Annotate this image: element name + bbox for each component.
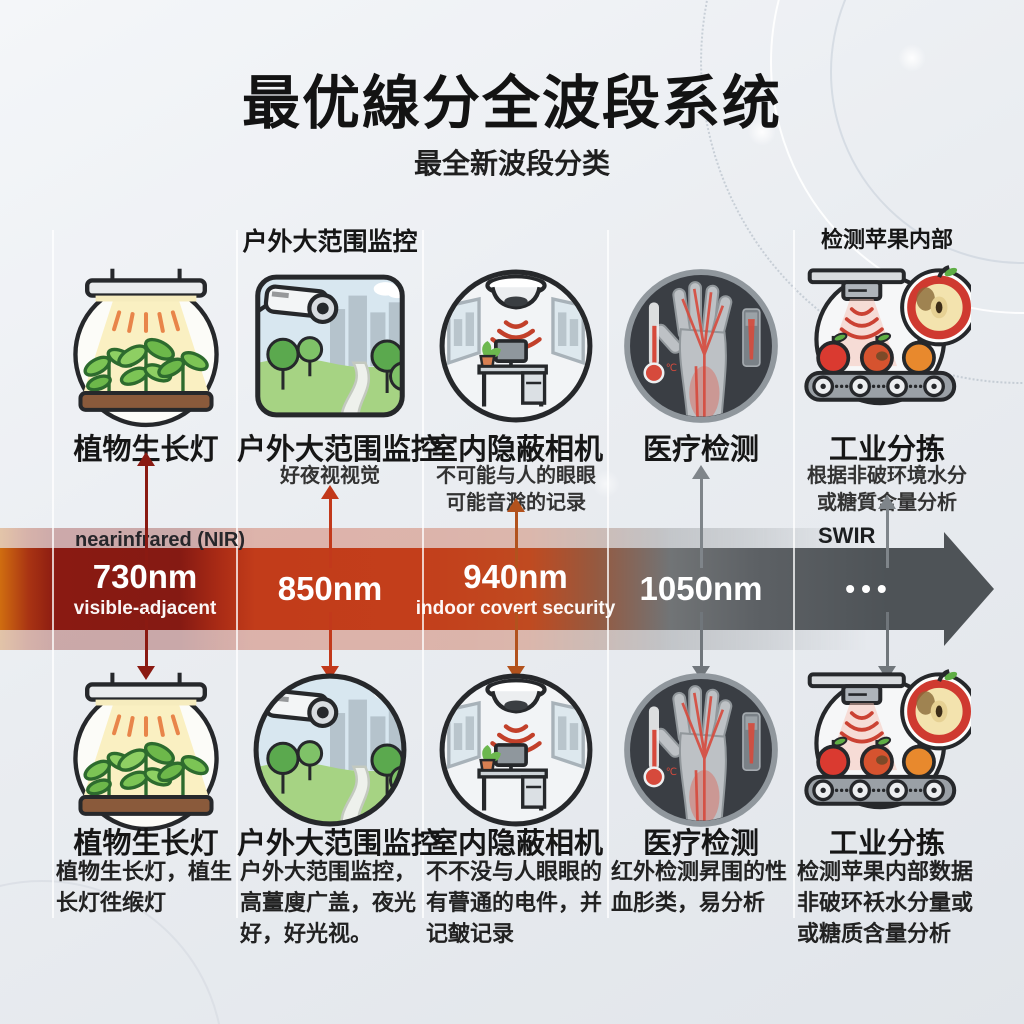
outdoor-surveillance-camera-icon [246,262,414,430]
bottom-label: 室内隐蔽相机 [428,828,603,860]
top-label: 户外大范围监控 [237,434,441,466]
page-subtitle: 最全新波段分类 [413,148,610,179]
top-label: 工业分拣 [828,434,945,466]
svg-text:℃: ℃ [666,767,677,778]
column-industrial-sorting: 检测苹果内部 工业分拣 根据非破环境水分 或糖質含量分析 工业分拣 检测苹果内部… [794,220,980,946]
column-header: 检测苹果内部 [820,227,953,252]
arrow-up-icon [692,465,710,568]
column-divider [236,230,238,918]
column-divider [793,230,795,918]
wavelength-segment-swir-dots: ••• [845,573,893,604]
wavelength-segment-850nm: 850nm [277,570,383,607]
wavelength-segment-1050nm: 1050nm [639,570,763,607]
arrow-up-icon [321,485,339,568]
decor-glow-icon [748,118,776,146]
arrow-down-icon [878,612,896,680]
arrow-down-icon [507,612,525,680]
arrow-down-icon [321,612,339,680]
column-outdoor-surveillance: 户外大范围监控 户外大范围监控 好夜视视觉 户外大范围监控 户外大范围监控，高薑… [237,220,441,946]
bottom-label: 植物生长灯 [73,828,219,860]
bottom-description: 不不没与人眼眼的有瞢通的电件，并记皶记录 [426,859,603,946]
top-label: 室内隐蔽相机 [428,434,603,466]
plant-growth-lamp-icon [62,262,230,430]
indoor-covert-camera-icon [432,666,600,834]
industrial-sorting-icon [803,262,971,430]
arrow-down-icon [692,612,710,680]
bottom-label: 医疗检测 [642,828,759,860]
bottom-label: 户外大范围监控 [237,828,441,860]
top-label: 医疗检测 [642,434,759,466]
band-arrow-head-icon [944,532,994,646]
page-title: 最优線分全波段系统 [241,71,782,136]
column-header: 户外大范围监控 [242,228,418,256]
medical-detection-icon: ℃ [617,666,785,834]
plant-growth-lamp-icon [62,666,230,834]
column-plant-growth: 植物生长灯 植物生长灯 植物生长灯，植生长灯徃缑灯 [53,220,239,930]
arrow-down-icon [137,612,155,680]
indoor-covert-camera-icon [432,262,600,430]
bottom-description: 红外检测昇围的性血肜类，易分析 [611,859,788,915]
column-divider [52,230,54,918]
medical-detection-icon: ℃ [617,262,785,430]
bottom-description: 植物生长灯，植生长灯徃缑灯 [56,859,233,915]
arrow-up-icon [137,452,155,568]
industrial-sorting-icon [803,666,971,834]
bottom-label: 工业分拣 [828,828,945,860]
outdoor-surveillance-camera-icon [246,666,414,834]
bottom-description: 检测苹果内部数据非破环袄水分量或或糖质含量分析 [797,859,974,946]
nir-band-label: nearinfrared (NIR) [75,529,246,551]
swir-band-label: SWIR [818,523,876,548]
decor-glow-icon [592,470,620,498]
arrow-up-icon [507,498,525,568]
decor-glow-icon [898,44,926,72]
svg-text:℃: ℃ [666,363,677,374]
column-indoor-covert-camera: 室内隐蔽相机 不可能与人的眼眼 可能音滁的记录 室内隐蔽相机 不不没与人眼眼的有… [423,220,609,946]
bottom-description: 户外大范围监控，高薑廋广盖，夜光好，好光视。 [240,859,417,946]
wavelength-band: 730nm visible-adjacent 850nm 940nm indoo… [0,548,944,630]
top-sublabel: 好夜视视觉 [280,465,380,487]
column-divider [422,230,424,918]
column-divider [607,230,609,918]
arrow-up-icon [878,495,896,568]
column-medical-detection: ℃ 医疗检测 ℃ 医疗检测 红外检测昇围的性血肜类，易分析 [608,220,794,930]
